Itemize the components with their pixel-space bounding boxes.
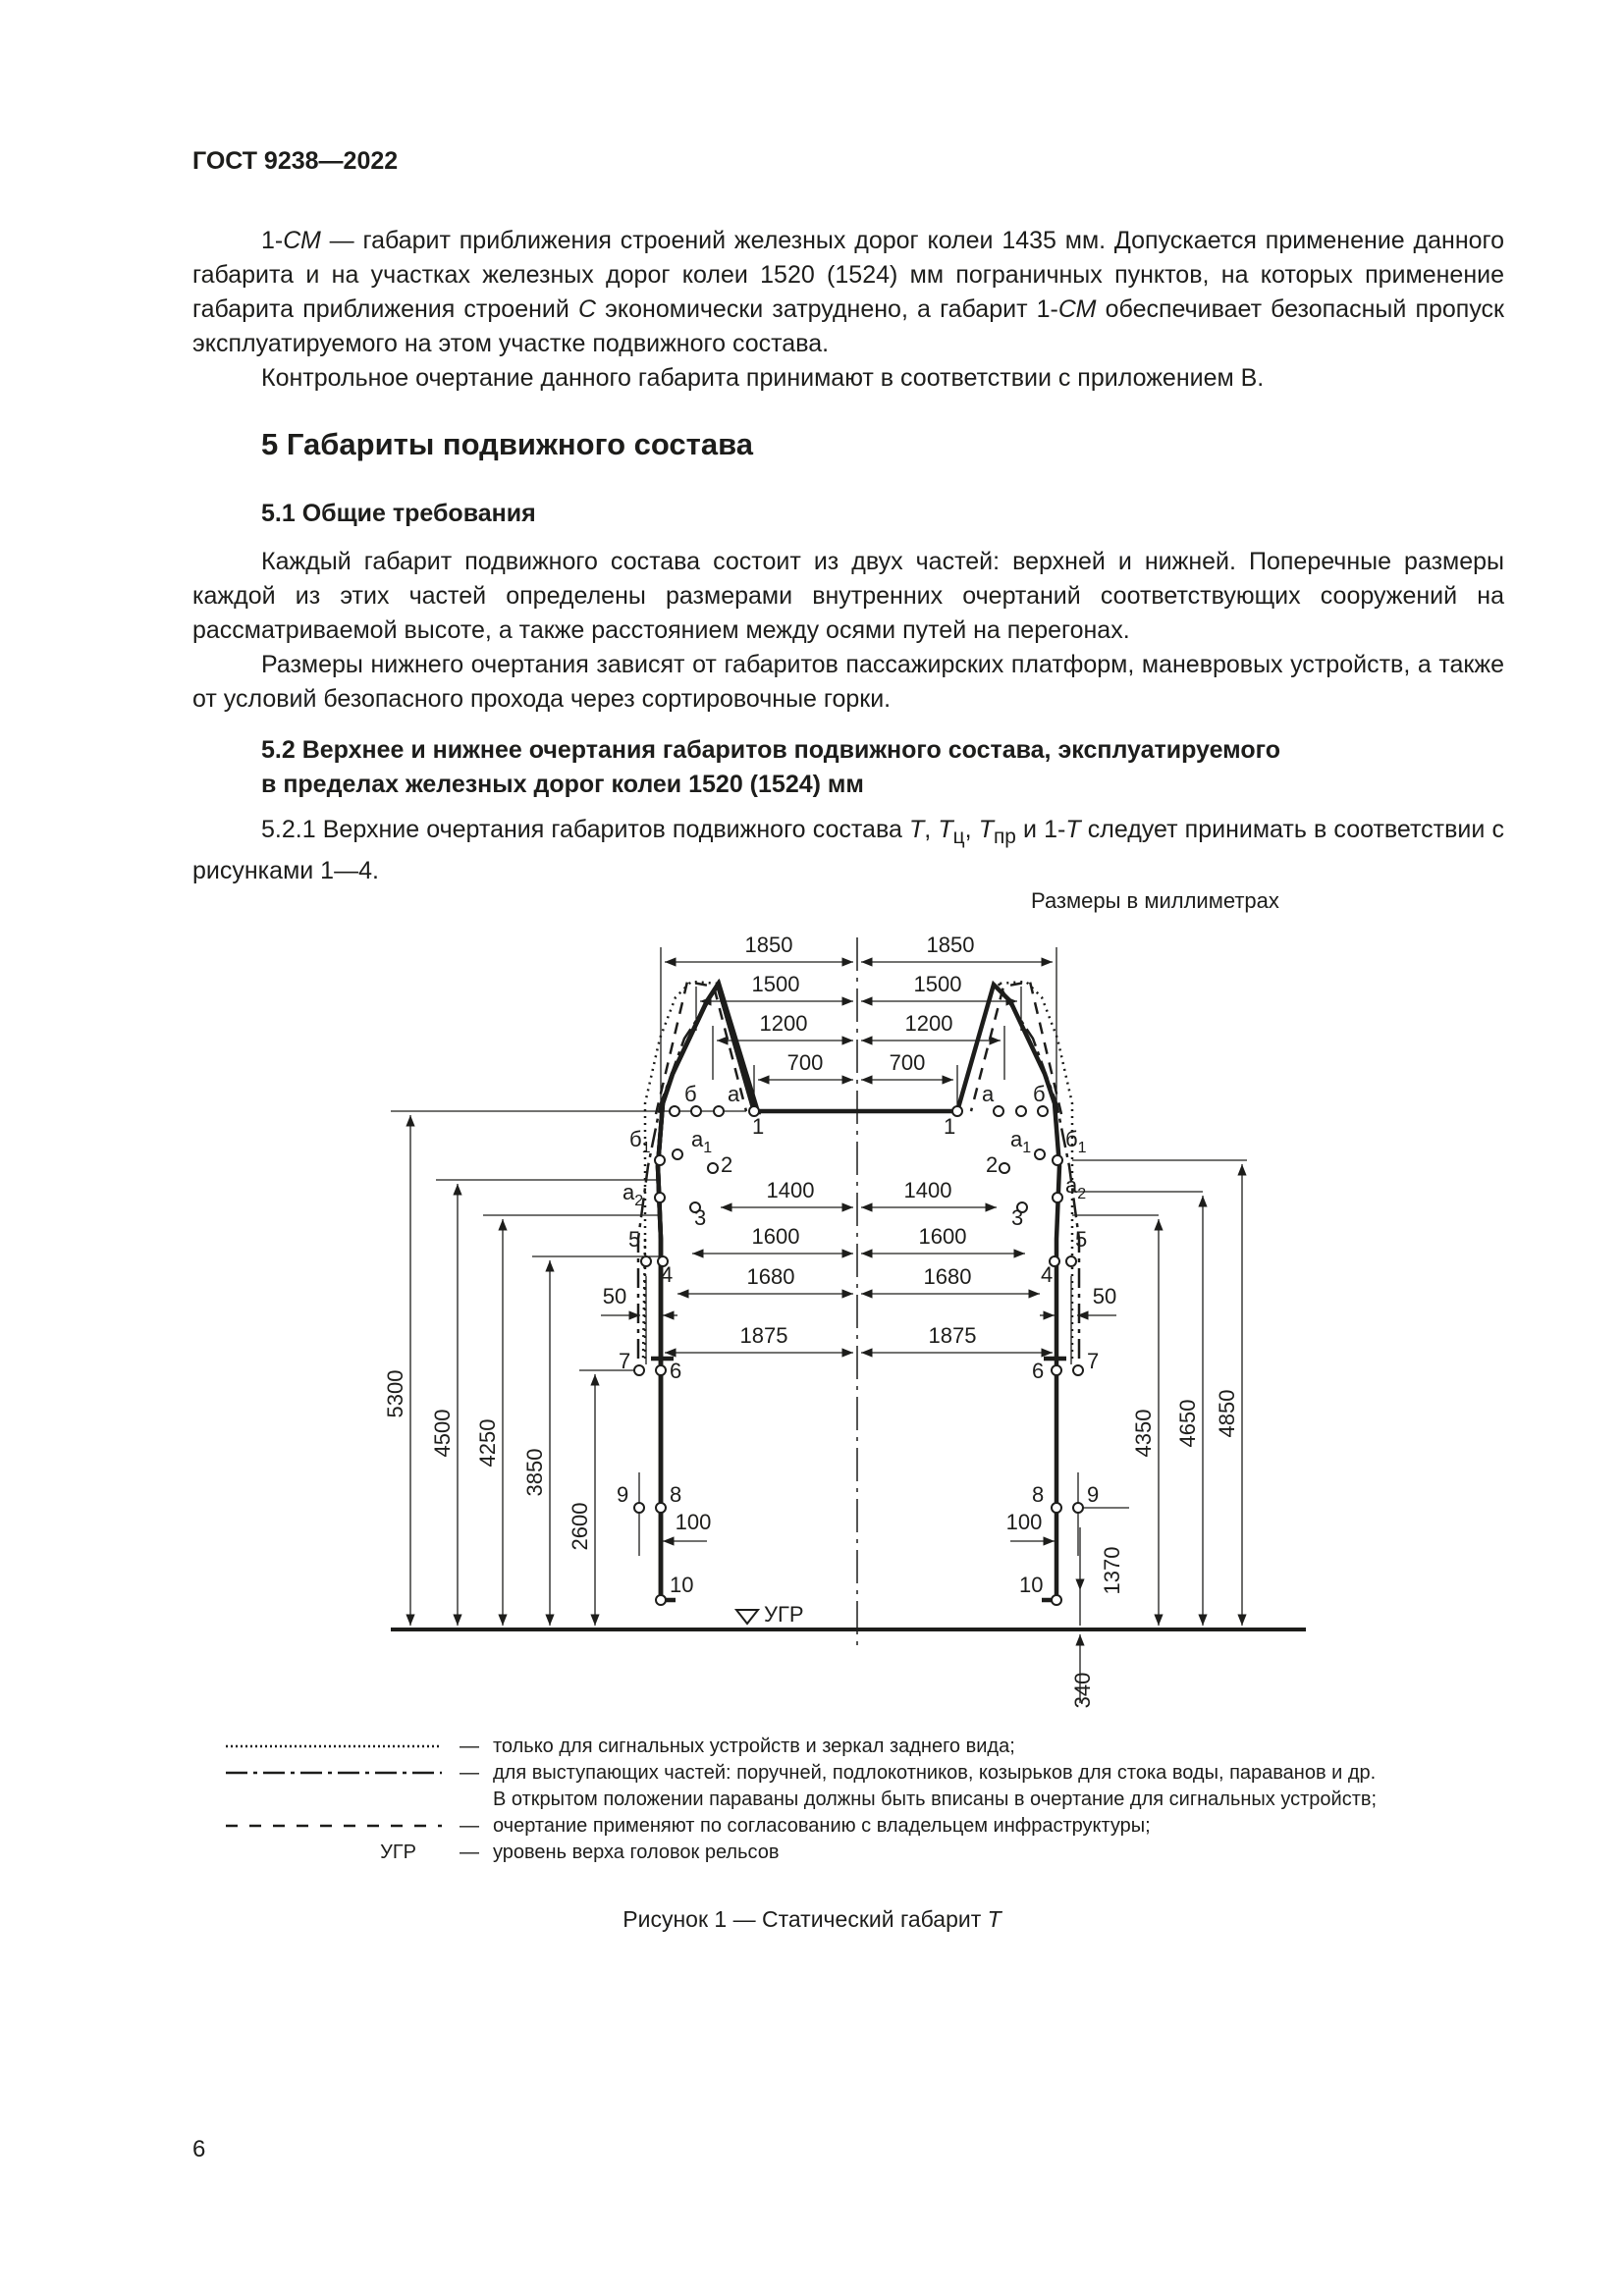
width-label-1400-left: 1400 [767,1178,815,1202]
width-label-1850-left: 1850 [745,933,793,957]
protruding-contour-right [997,983,1081,1359]
section-5-1-body: Каждый габарит подвижного состава состои… [192,545,1504,717]
page-number: 6 [192,2136,206,2163]
width-label-1680-right: 1680 [924,1264,972,1289]
label-point-1-right: 1 [944,1114,955,1139]
legend-row-dotted: — только для сигнальных устройств и зерк… [226,1735,1015,1757]
intro-paragraph-2: Контрольное очертание данного габарита п… [261,364,1265,392]
height-label-5300: 5300 [383,1370,407,1418]
label-point-2-right: 2 [986,1152,998,1177]
width-label-100-left: 100 [676,1510,712,1534]
width-label-1680-left: 1680 [747,1264,795,1289]
gauge-drawing: 1850 1850 1500 1500 1200 1200 700 700 14… [383,933,1306,1709]
width-label-1875-right: 1875 [929,1323,977,1348]
label-point-1-left: 1 [752,1114,764,1139]
section-5-2-1-paragraph: 5.2.1 Верхние очертания габаритов подвиж… [192,816,1504,884]
label-point-4-right: 4 [1041,1262,1053,1287]
label-a-left: а [728,1082,740,1106]
figure-caption: Рисунок 1 — Статический габарит Т [623,1906,1001,1932]
width-label-1500-left: 1500 [752,972,800,996]
intro-paragraph-1: 1-СМ — габарит приближения строений желе… [192,227,1504,357]
label-a-right: а [982,1082,995,1106]
rail-level-triangle [733,1609,761,1626]
label-point-5-left: 5 [628,1227,640,1252]
height-label-4850: 4850 [1215,1390,1239,1438]
label-point-9-right: 9 [1087,1482,1099,1507]
label-point-9-left: 9 [617,1482,628,1507]
label-point-10-left: 10 [670,1573,693,1597]
height-label-3850: 3850 [522,1449,547,1497]
width-label-50-left: 50 [603,1284,626,1308]
figure-legend: — только для сигнальных устройств и зерк… [216,1734,1512,1866]
label-point-3-left: 3 [694,1205,706,1230]
label-point-5-right: 5 [1075,1227,1087,1252]
section-5-1-paragraph-1: Каждый габарит подвижного состава состои… [192,548,1504,644]
label-a1-right: а1 [1010,1127,1031,1156]
intro-block: 1-СМ — габарит приближения строений желе… [192,224,1504,396]
agreement-contour-right [969,980,1063,1115]
label-point-6-right: 6 [1032,1359,1044,1383]
section-5-2-title: 5.2 Верхнее и нижнее очертания габаритов… [261,736,1280,798]
width-label-700-left: 700 [787,1050,824,1075]
units-note: Размеры в миллиметрах [1031,888,1279,913]
label-point-10-right: 10 [1019,1573,1043,1597]
width-label-1875-left: 1875 [740,1323,788,1348]
width-label-1600-left: 1600 [752,1224,800,1249]
document-header: ГОСТ 9238—2022 [192,147,399,175]
label-a2-left: а2 [623,1180,643,1209]
width-label-1200-right: 1200 [905,1011,953,1036]
label-point-7-right: 7 [1087,1349,1099,1373]
label-point-6-left: 6 [670,1359,681,1383]
section-5-title: 5 Габариты подвижного состава [261,427,753,461]
width-label-100-right: 100 [1006,1510,1043,1534]
label-point-8-right: 8 [1032,1482,1044,1507]
width-label-700-right: 700 [890,1050,926,1075]
width-label-50-right: 50 [1093,1284,1116,1308]
height-label-4250: 4250 [475,1419,500,1468]
protruding-contour-left [636,983,721,1359]
main-contour-right [954,980,1062,1600]
label-a1-left: а1 [691,1127,712,1156]
label-point-2-left: 2 [721,1152,732,1177]
height-label-4650: 4650 [1175,1400,1200,1448]
width-label-1850-right: 1850 [927,933,975,957]
legend-row-dashdot: — для выступающих частей: поручней, подл… [226,1762,1377,1784]
height-label-2600: 2600 [568,1503,592,1551]
label-b1-right: б1 [1065,1127,1087,1156]
label-a2-right: а2 [1065,1173,1086,1202]
label-point-7-left: 7 [619,1349,630,1373]
legend-row-ugr: УГР — уровень верха головок рельсов [380,1842,780,1863]
label-b-left: б [684,1082,697,1106]
width-label-1200-left: 1200 [760,1011,808,1036]
legend-row-note: В открытом положении параваны должны быт… [493,1789,1378,1810]
rail-level-label: УГР [764,1602,804,1627]
label-point-8-left: 8 [670,1482,681,1507]
label-point-4-left: 4 [661,1262,673,1287]
width-label-1400-right: 1400 [904,1178,952,1202]
label-b-right: б [1033,1082,1046,1106]
height-label-1370: 1370 [1100,1547,1124,1595]
width-label-1500-right: 1500 [914,972,962,996]
width-label-1600-right: 1600 [919,1224,967,1249]
height-label-340: 340 [1070,1673,1095,1709]
legend-row-dashed: — очертание применяют по согласованию с … [226,1815,1151,1837]
height-label-4500: 4500 [430,1410,455,1458]
agreement-contour-left [654,980,748,1115]
label-b1-left: б1 [629,1127,651,1156]
section-5-1-title: 5.1 Общие требования [261,500,536,527]
section-5-1-paragraph-2: Размеры нижнего очертания зависят от габ… [192,651,1504,713]
section-5-2-1-body: 5.2.1 Верхние очертания габаритов подвиж… [192,813,1504,888]
main-contour-left [655,979,757,1600]
label-point-3-right: 3 [1011,1205,1023,1230]
height-label-4350: 4350 [1131,1410,1156,1458]
